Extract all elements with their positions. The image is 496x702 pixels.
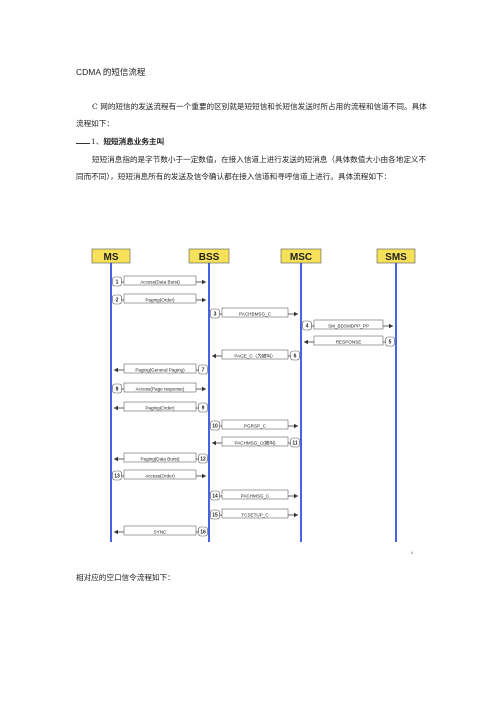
step-number-10: 10 [212, 424, 218, 430]
entity-label-ms: MS [104, 252, 119, 263]
step-label-6: PAGE_C（为被叫） [234, 352, 275, 359]
step-box-2 [123, 293, 197, 304]
step-number-6: 6 [294, 354, 297, 360]
step-arrowhead-6 [212, 353, 216, 359]
step-number-9: 9 [202, 406, 205, 412]
entity-label-bss: BSS [199, 252, 220, 263]
step-box-13 [123, 469, 197, 480]
intro-paragraph: C 网的短信的发送流程有一个重要的区别就是短短信和长短信发送时所占用的流程和信道… [76, 102, 427, 128]
step-badge-4 [302, 320, 312, 331]
step-badge-6 [290, 350, 300, 361]
section-heading: 1、短短消息业务主叫 [76, 136, 164, 147]
step-box-3 [221, 307, 289, 318]
step-arrowhead-14 [294, 493, 298, 499]
step-badge-15 [210, 509, 220, 520]
step-number-5: 5 [389, 340, 392, 346]
step-badge-12 [198, 453, 208, 464]
step-label-15: TCSETUP_C [241, 512, 269, 517]
page-mark: 4 [411, 550, 414, 555]
step-box-10 [221, 419, 289, 430]
step-box-7 [123, 363, 197, 374]
step-label-12: Paging(Data Burst) [140, 456, 180, 461]
step-label-5: RESPONSE [336, 339, 362, 344]
caption: 相对应的空口信令流程如下： [76, 573, 175, 582]
step-label-3: PACHBMSG_C [239, 311, 272, 316]
step-number-14: 14 [212, 494, 218, 500]
step-arrowhead-8 [202, 386, 206, 392]
step-badge-2 [112, 294, 122, 305]
step-label-10: PGRSP_C [244, 423, 267, 428]
step-number-12: 12 [200, 457, 206, 463]
step-box-9 [123, 401, 197, 412]
page-title: CDMA 的短信流程 [76, 67, 146, 77]
step-box-4 [313, 319, 384, 330]
step-label-4: SM_BDSMDPP_PP [328, 323, 369, 328]
step-box-15 [221, 508, 289, 519]
step-box-16 [123, 525, 197, 536]
step-number-4: 4 [306, 324, 309, 330]
step-label-2: Paging(Order) [145, 297, 175, 302]
step-number-16: 16 [200, 530, 206, 536]
step-box-1 [123, 275, 197, 286]
step-arrowhead-2 [202, 297, 206, 303]
step-badge-10 [210, 420, 220, 431]
step-box-6 [221, 349, 289, 360]
step-badge-7 [198, 364, 208, 375]
step-box-11 [221, 436, 289, 447]
step-label-14: PACHMSG_C [241, 493, 270, 498]
step-arrowhead-5 [304, 339, 308, 345]
step-badge-16 [198, 526, 208, 537]
step-badge-8 [112, 383, 122, 394]
step-arrowhead-12 [114, 456, 118, 462]
step-label-7: Paging(General Paging) [135, 367, 185, 372]
step-number-8: 8 [116, 387, 119, 393]
step-arrowhead-9 [114, 405, 118, 411]
step-arrowhead-11 [212, 440, 216, 446]
step-label-11: PACHMSG_C(被叫) [234, 439, 275, 446]
step-number-7: 7 [202, 368, 205, 374]
step-arrowhead-13 [202, 473, 206, 479]
step-arrowhead-7 [114, 367, 118, 373]
step-badge-5 [385, 336, 395, 347]
step-label-8: Access(Page response) [136, 386, 185, 391]
entity-label-sms: SMS [385, 252, 407, 263]
step-box-12 [123, 452, 197, 463]
step-label-16: SYNC [154, 529, 167, 534]
step-badge-13 [112, 470, 122, 481]
step-arrowhead-15 [294, 512, 298, 518]
section-number: 1、 [91, 137, 104, 146]
entity-label-msc: MSC [290, 252, 312, 263]
step-number-1: 1 [116, 280, 119, 286]
step-arrowhead-4 [389, 323, 393, 329]
step-badge-11 [290, 437, 300, 448]
step-box-5 [313, 335, 384, 346]
sms-flow-diagram: MS BSS MSC SMS Access(Data Burst) 1Paging(Ord… [91, 248, 416, 555]
step-arrowhead-16 [114, 529, 118, 535]
step-number-3: 3 [214, 312, 217, 318]
heading-underline [76, 143, 90, 144]
step-number-11: 11 [292, 441, 298, 447]
step-number-2: 2 [116, 298, 119, 304]
step-badge-14 [210, 490, 220, 501]
step-arrowhead-3 [294, 311, 298, 317]
step-label-1: Access(Data Burst) [140, 279, 180, 284]
body-paragraph: 短短消息指的是字节数小于一定数值，在接入信道上进行发送的短消息（具体数值大小由各… [76, 155, 427, 181]
step-label-9: Paging(Order) [145, 405, 175, 410]
step-arrowhead-1 [202, 279, 206, 285]
step-number-13: 13 [114, 474, 120, 480]
step-box-14 [221, 489, 289, 500]
step-badge-3 [210, 308, 220, 319]
step-arrowhead-10 [294, 423, 298, 429]
section-title: 短短消息业务主叫 [103, 137, 165, 146]
step-box-8 [123, 382, 197, 393]
step-number-15: 15 [212, 513, 218, 519]
step-badge-9 [198, 402, 208, 413]
step-badge-1 [112, 276, 122, 287]
step-label-13: Access(Order) [145, 473, 175, 478]
